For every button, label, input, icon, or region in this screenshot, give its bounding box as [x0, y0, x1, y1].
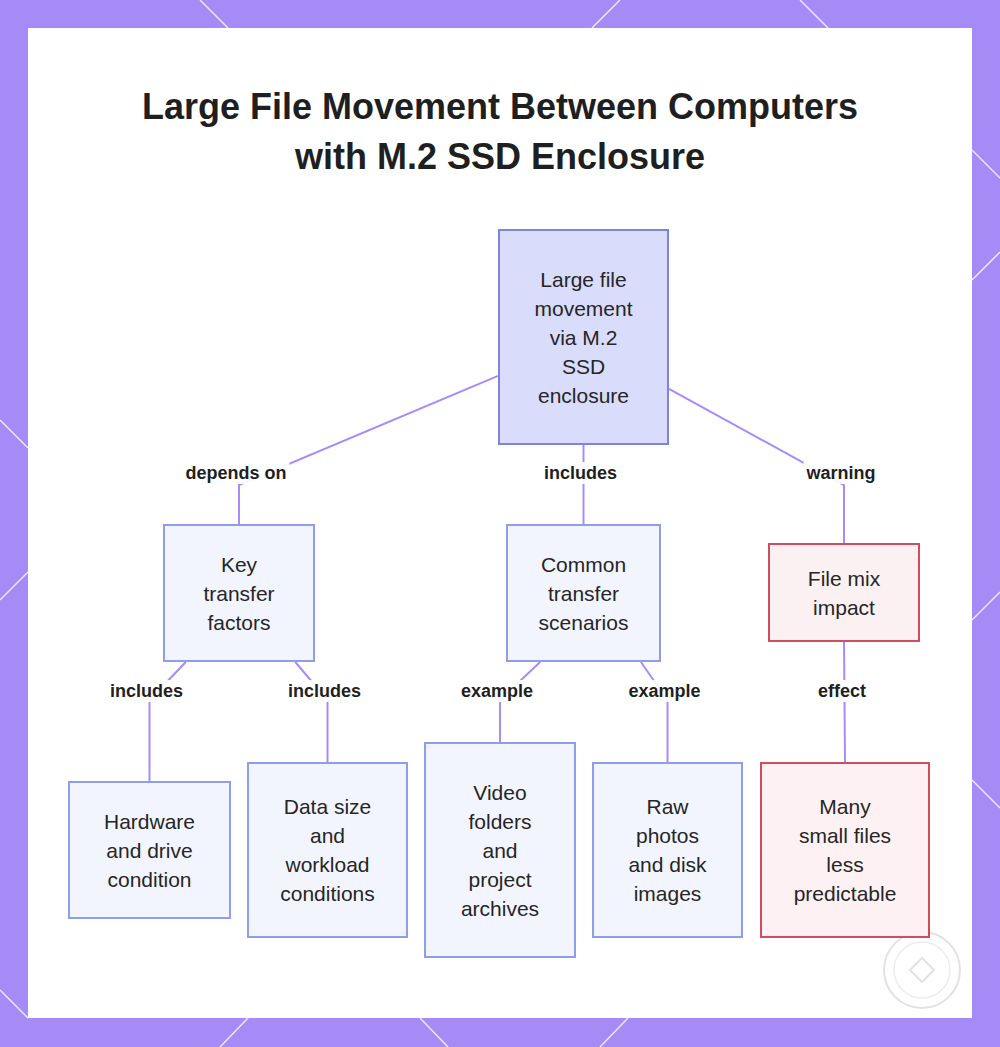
edge-label: includes — [285, 680, 364, 702]
effect-box: Many small files less predictable — [760, 762, 930, 938]
title-text: Large File Movement Between Computers wi… — [140, 82, 860, 182]
category-box: Key transfer factors — [163, 524, 315, 662]
detail-box: Hardware and drive condition — [68, 781, 231, 919]
node-text: Many small files less predictable — [792, 792, 898, 908]
diagram-title: Large File Movement Between Computers wi… — [140, 82, 860, 182]
connector-line — [583, 445, 585, 524]
connector-line — [641, 662, 668, 762]
node-text: Large file movement via M.2 SSD enclosur… — [526, 265, 641, 410]
connector-line — [295, 662, 327, 762]
edge-label: effect — [815, 680, 869, 702]
edge-label: includes — [107, 680, 186, 702]
node-text: Video folders and project archives — [450, 778, 550, 923]
edge-label: depends on — [182, 462, 289, 484]
warning-box: File mix impact — [768, 543, 920, 642]
node-text: Data size and workload conditions — [273, 792, 382, 908]
root-box: Large file movement via M.2 SSD enclosur… — [498, 229, 669, 445]
node-text: Raw photos and disk images — [619, 792, 716, 908]
connector-line — [844, 642, 845, 762]
node-text: Hardware and drive condition — [92, 807, 207, 894]
node-text: File mix impact — [792, 564, 896, 622]
edge-label: example — [625, 680, 703, 702]
detail-box: Data size and workload conditions — [247, 762, 408, 938]
node-text: Common transfer scenarios — [530, 550, 637, 637]
edge-label: includes — [541, 462, 620, 484]
edge-label: example — [458, 680, 536, 702]
logo-mark — [880, 928, 964, 1012]
connector-line — [500, 662, 540, 742]
edge-label: warning — [803, 462, 878, 484]
detail-box: Raw photos and disk images — [592, 762, 743, 938]
node-text: Key transfer factors — [187, 550, 291, 637]
category-box: Common transfer scenarios — [506, 524, 661, 662]
detail-box: Video folders and project archives — [424, 742, 576, 958]
connector-line — [239, 376, 498, 524]
